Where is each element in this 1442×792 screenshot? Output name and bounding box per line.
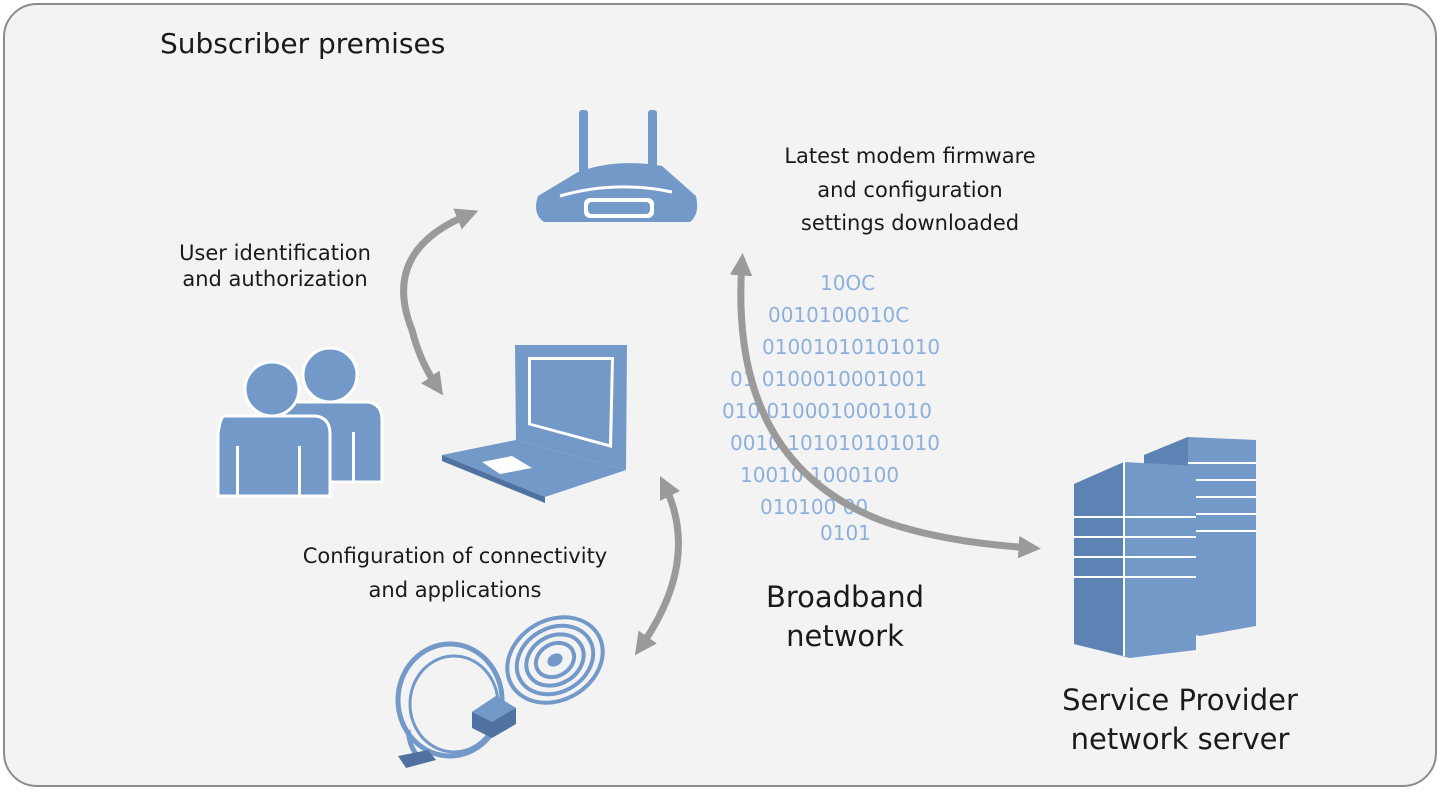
server-line-2: network server bbox=[1070, 722, 1290, 757]
binary-cloud: 10OC 0010100010C 01001010101010 01 01000… bbox=[722, 271, 940, 545]
server-icon bbox=[1074, 437, 1256, 658]
config-line-2: and applications bbox=[368, 577, 542, 602]
firmware-line-3: settings downloaded bbox=[800, 211, 1020, 236]
binary-row: 0101 bbox=[820, 521, 871, 545]
broadband-label: Broadband network bbox=[725, 578, 965, 656]
binary-row: 01 0100010001001 bbox=[730, 367, 927, 391]
broadband-line-2: network bbox=[786, 619, 904, 654]
user-auth-label: User identification and authorization bbox=[140, 240, 410, 293]
arrow-laptop-cables bbox=[634, 475, 682, 656]
user-auth-line-1: User identification bbox=[179, 241, 371, 265]
diagram-frame bbox=[3, 3, 1437, 787]
cables-icon bbox=[395, 615, 605, 768]
binary-row: 10OC bbox=[820, 271, 875, 295]
broadband-line-1: Broadband bbox=[765, 580, 925, 614]
server-line-1: Service Provider bbox=[1062, 683, 1298, 717]
binary-row: 01001010101010 bbox=[762, 335, 940, 359]
laptop-icon bbox=[442, 345, 627, 503]
user-auth-line-2: and authorization bbox=[182, 267, 368, 292]
page-title: Subscriber premises bbox=[160, 27, 446, 60]
server-label: Service Provider network server bbox=[1020, 681, 1340, 759]
arrow-user-router bbox=[400, 208, 479, 396]
binary-row: 0010 101010101010 bbox=[730, 431, 940, 455]
config-line-1: Configuration of connectivity bbox=[302, 544, 608, 568]
router-icon bbox=[536, 110, 698, 222]
arrow-router-server bbox=[729, 253, 1041, 559]
binary-row: 0010100010C bbox=[768, 303, 909, 327]
firmware-line-1: Latest modem firmware bbox=[784, 144, 1036, 168]
config-label: Configuration of connectivity and applic… bbox=[270, 540, 640, 607]
users-icon bbox=[216, 346, 384, 498]
firmware-label: Latest modem firmware and configuration … bbox=[740, 140, 1080, 241]
firmware-line-2: and configuration bbox=[817, 177, 1003, 202]
binary-row: 010 0100010001010 bbox=[722, 399, 932, 423]
